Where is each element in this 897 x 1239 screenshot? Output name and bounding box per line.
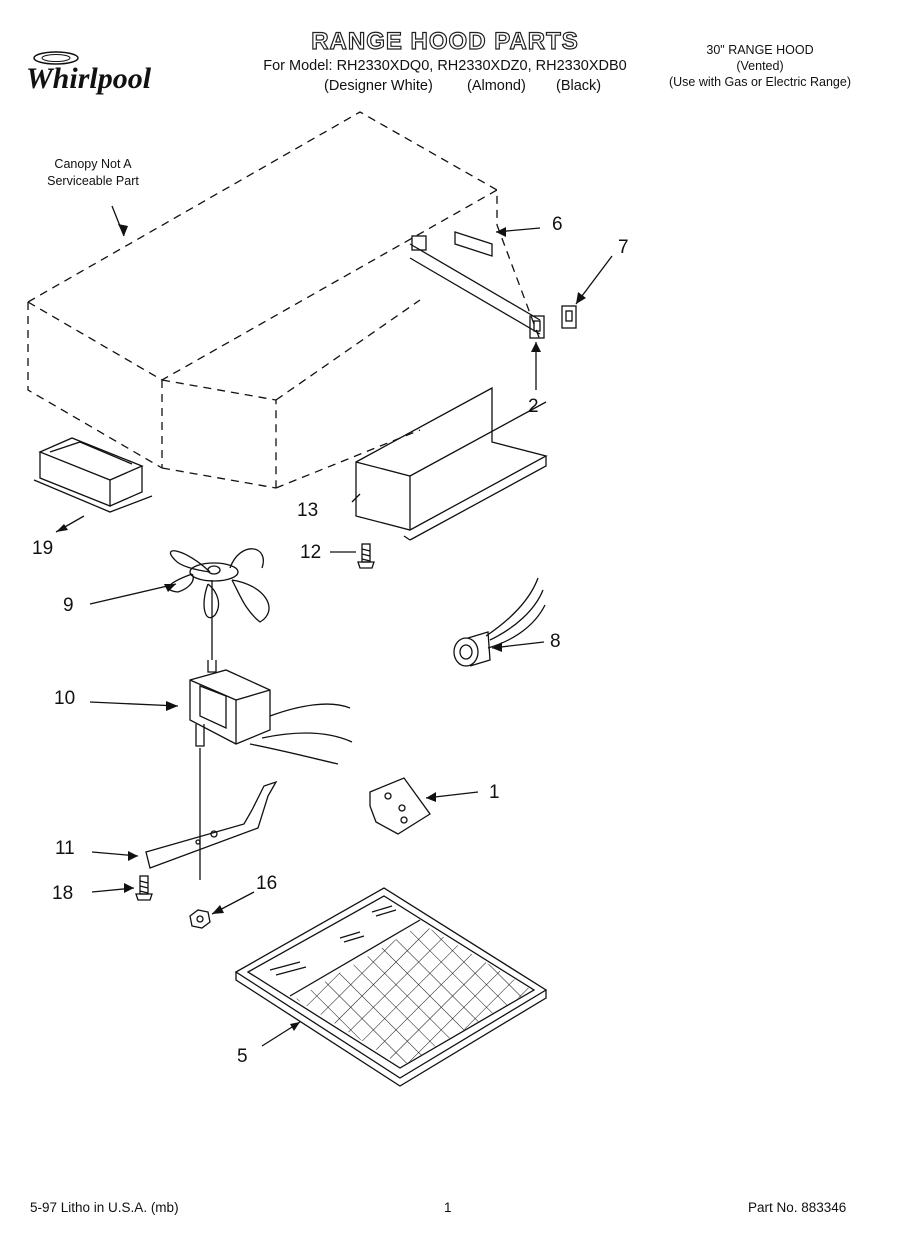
screw-12 bbox=[357, 543, 375, 569]
canopy-outline bbox=[27, 111, 541, 489]
callout-9: 9 bbox=[63, 595, 74, 616]
page-number: 1 bbox=[444, 1200, 452, 1215]
canopy-note: Canopy Not A Serviceable Part bbox=[47, 157, 139, 188]
whirlpool-logo: Whirlpool bbox=[26, 51, 152, 95]
callout-16: 16 bbox=[256, 873, 278, 894]
leader-lines bbox=[55, 205, 613, 1047]
usage-note: (Use with Gas or Electric Range) bbox=[668, 75, 851, 89]
arrowheads bbox=[56, 224, 586, 1031]
switch-part-7 bbox=[561, 305, 577, 329]
callout-11: 11 bbox=[55, 838, 75, 859]
callout-8: 8 bbox=[550, 631, 561, 652]
nut-16 bbox=[189, 909, 211, 929]
callout-12: 12 bbox=[300, 542, 322, 563]
litho-note: 5-97 Litho in U.S.A. (mb) bbox=[30, 1200, 179, 1215]
switch-part-2 bbox=[529, 315, 545, 339]
hood-type: 30" RANGE HOOD bbox=[706, 43, 814, 57]
model-numbers: For Model: RH2330XDQ0, RH2330XDZ0, RH233… bbox=[263, 58, 627, 74]
motor-bracket-11 bbox=[145, 780, 278, 869]
fan-motor-10 bbox=[189, 660, 353, 880]
callout-5: 5 bbox=[237, 1046, 248, 1067]
variant-designer-white: (Designer White) bbox=[324, 78, 433, 94]
page-title: RANGE HOOD PARTS bbox=[311, 27, 579, 55]
charcoal-filter-19 bbox=[33, 437, 153, 513]
callout-10: 10 bbox=[54, 688, 76, 709]
callout-19: 19 bbox=[32, 538, 54, 559]
variant-almond: (Almond) bbox=[467, 78, 526, 94]
switch-strip bbox=[409, 231, 541, 335]
variant-black: (Black) bbox=[556, 78, 602, 94]
blower-housing-13 bbox=[355, 386, 548, 541]
callout-6: 6 bbox=[552, 214, 563, 235]
callout-18: 18 bbox=[52, 883, 74, 904]
bracket-part-1 bbox=[369, 777, 431, 835]
callout-13: 13 bbox=[297, 500, 319, 521]
fan-blade-9 bbox=[168, 548, 270, 660]
part-number: Part No. 883346 bbox=[748, 1200, 847, 1215]
callout-2: 2 bbox=[528, 396, 539, 417]
lamp-socket-8 bbox=[453, 577, 546, 667]
hood-info: 30" RANGE HOOD (Vented) (Use with Gas or… bbox=[650, 42, 870, 90]
vent-type: (Vented) bbox=[736, 59, 784, 73]
screw-18 bbox=[135, 875, 153, 901]
grease-filter-5 bbox=[234, 887, 548, 1087]
callout-1: 1 bbox=[489, 782, 500, 803]
brand-wordmark: Whirlpool bbox=[26, 62, 152, 95]
callout-7: 7 bbox=[618, 237, 629, 258]
